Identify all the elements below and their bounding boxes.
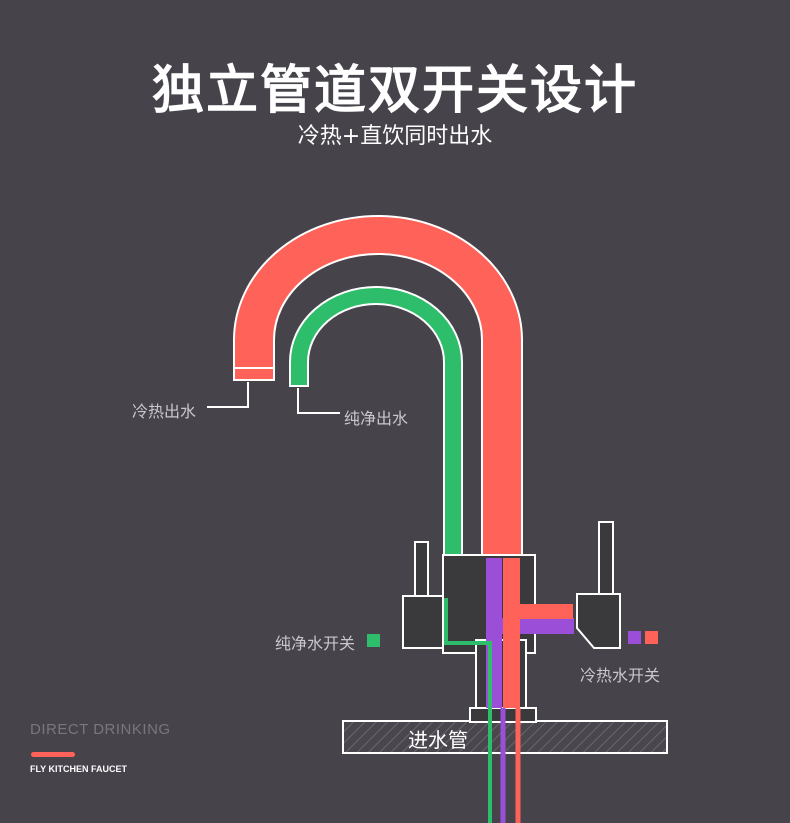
pure-outlet-label: 纯净出水 xyxy=(344,409,409,428)
callout-pure-outlet xyxy=(297,388,340,414)
brand-line1: DIRECT DRINKING xyxy=(30,721,171,738)
brand-line2: FLY KITCHEN FAUCET xyxy=(30,764,128,774)
hot-channel-horizontal xyxy=(503,604,573,619)
hot-cold-switch-label: 冷热水开关 xyxy=(580,666,661,685)
hot-cold-outlet-label: 冷热出水 xyxy=(132,402,197,421)
pure-channel xyxy=(444,598,492,823)
hot-cold-switch-knob xyxy=(576,593,621,649)
hot-channel-vertical xyxy=(503,558,520,708)
pure-spout xyxy=(289,286,463,599)
hot-cold-spout xyxy=(233,215,523,561)
pure-switch-legend xyxy=(367,634,380,647)
mix-legend xyxy=(628,631,641,644)
callout-hot-cold-outlet xyxy=(207,382,249,408)
hot-cold-switch-lever xyxy=(598,521,614,595)
pure-switch-lever xyxy=(414,541,429,598)
page-subtitle: 冷热+直饮同时出水 xyxy=(297,124,493,149)
mix-channel-horizontal xyxy=(486,618,574,634)
pure-switch-knob xyxy=(402,595,444,649)
page-title: 独立管道双开关设计 xyxy=(151,61,638,121)
pure-switch-label: 纯净水开关 xyxy=(275,634,356,653)
hot-legend xyxy=(645,631,658,644)
inlet-pipe-label: 进水管 xyxy=(408,728,468,752)
brand-accent-bar xyxy=(31,752,75,757)
